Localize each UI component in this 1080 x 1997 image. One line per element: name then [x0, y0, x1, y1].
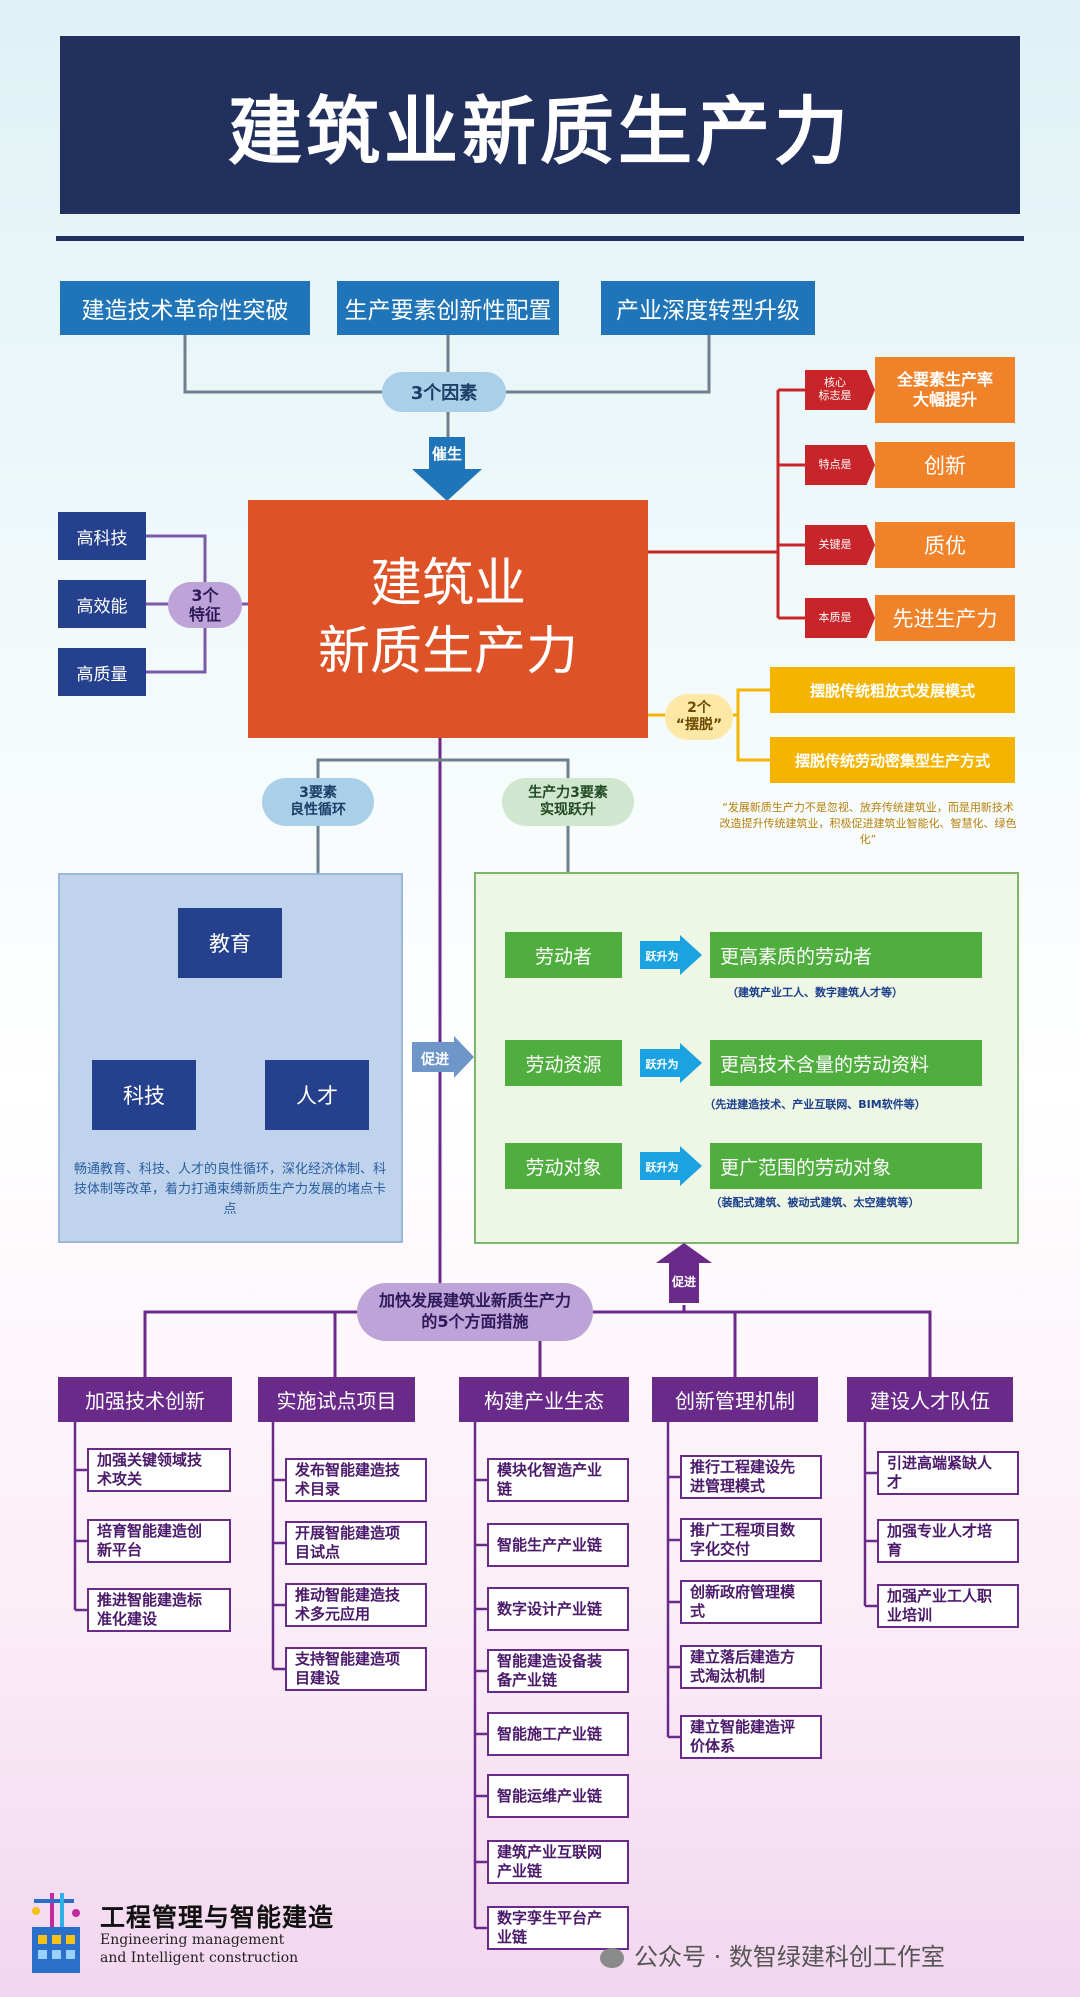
leap-note: （建筑产业工人、数字建筑人才等）: [727, 986, 903, 999]
measure-category: 实施试点项目: [258, 1377, 415, 1422]
measure-item: 智能施工产业链: [487, 1712, 629, 1756]
attribute-tag: 核心 标志是: [805, 370, 875, 410]
leap-from: 劳动对象: [505, 1143, 622, 1189]
measure-category: 创新管理机制: [652, 1377, 818, 1422]
factors-hub: 3个因素: [382, 372, 506, 412]
cycle-note: 畅通教育、科技、人才的良性循环，深化经济体制、科技体制等改革，着力打通束缚新质生…: [73, 1162, 386, 1218]
measure-item: 推行工程建设先 进管理模式: [680, 1455, 822, 1499]
measure-item: 加强专业人才培 育: [877, 1519, 1019, 1563]
measure-item: 智能运维产业链: [487, 1774, 629, 1818]
measure-item: 支持智能建造项 目建设: [285, 1647, 427, 1691]
promote-label: 促进: [671, 1275, 696, 1289]
breakaway-quote: “发展新质生产力不是忽视、放弃传统建筑业，而是用新技术改造提升传统建筑业，积极促…: [719, 801, 1017, 846]
generate-arrow: 催生: [412, 437, 482, 501]
attribute-tag: 特点是: [805, 445, 875, 485]
leap-to: 更高技术含量的劳动资料: [710, 1040, 982, 1086]
factor-box: 建造技术革命性突破: [60, 281, 310, 335]
cycle-pill: 3要素 良性循环: [262, 778, 374, 826]
brand-subtitle: Engineering management and Intelligent c…: [100, 1932, 299, 1966]
title-divider: [56, 236, 1024, 241]
measure-item: 智能建造设备装 备产业链: [487, 1649, 629, 1693]
wechat-caption: 公众号 · 数智绿建科创工作室: [600, 1937, 945, 1972]
measure-item: 推广工程项目数 字化交付: [680, 1518, 822, 1562]
features-hub: 3个 特征: [168, 582, 242, 628]
attribute-value: 全要素生产率 大幅提升: [875, 357, 1015, 423]
leap-note: （装配式建筑、被动式建筑、太空建筑等）: [710, 1196, 920, 1209]
measure-item: 推进智能建造标 准化建设: [87, 1588, 231, 1632]
measure-item: 培育智能建造创 新平台: [87, 1519, 231, 1563]
leap-arrow-label: 跃升为: [645, 1058, 679, 1071]
leap-arrow: 跃升为: [640, 1146, 702, 1186]
core-box: 建筑业 新质生产力: [248, 500, 648, 738]
cycle-node-talent: 人才: [265, 1060, 369, 1130]
measure-item: 建立落后建造方 式淘汰机制: [680, 1645, 822, 1689]
leap-from: 劳动资源: [505, 1040, 622, 1086]
promote-label: 促进: [421, 1052, 449, 1068]
leap-to: 更高素质的劳动者: [710, 932, 982, 978]
cycle-node-tech: 科技: [92, 1060, 196, 1130]
measure-item: 创新政府管理模 式: [680, 1580, 822, 1624]
factor-box: 生产要素创新性配置: [337, 281, 559, 335]
measure-item: 建筑产业互联网 产业链: [487, 1840, 629, 1884]
feature-box: 高质量: [58, 648, 146, 696]
leap-arrow: 跃升为: [640, 1043, 702, 1083]
leap-note: （先进建造技术、产业互联网、BIM软件等）: [704, 1098, 926, 1111]
measure-item: 数字设计产业链: [487, 1587, 629, 1631]
attribute-tag: 关键是: [805, 525, 875, 565]
measure-item: 发布智能建造技 术目录: [285, 1458, 427, 1502]
leap-arrow-label: 跃升为: [645, 950, 679, 963]
leap-to: 更广范围的劳动对象: [710, 1143, 982, 1189]
leap-arrow-label: 跃升为: [645, 1161, 679, 1174]
core-line-2: 新质生产力: [317, 622, 578, 682]
breakaway-hub: 2个 “摆脱”: [665, 694, 733, 740]
brand-logo: [32, 1893, 80, 1973]
measure-item: 加强关键领域技 术攻关: [87, 1448, 231, 1492]
measure-item: 开展智能建造项 目试点: [285, 1521, 427, 1565]
attribute-tag: 本质是: [805, 598, 875, 638]
leap-from: 劳动者: [505, 932, 622, 978]
feature-box: 高科技: [58, 512, 146, 560]
attribute-value: 创新: [875, 442, 1015, 488]
brand-name: 工程管理与智能建造: [100, 1903, 335, 1932]
leap-pill: 生产力3要素 实现跃升: [502, 778, 634, 826]
wechat-icon: [600, 1948, 624, 1968]
measure-item: 引进高端紧缺人 才: [877, 1451, 1019, 1495]
wechat-text: 公众号 · 数智绿建科创工作室: [634, 1943, 945, 1971]
generate-arrow-label: 催生: [431, 445, 462, 463]
core-line-1: 建筑业: [369, 554, 526, 615]
measure-item: 数字孪生平台产 业链: [487, 1906, 629, 1950]
feature-box: 高效能: [58, 580, 146, 628]
measure-item: 建立智能建造评 价体系: [680, 1715, 822, 1759]
measure-category: 加强技术创新: [58, 1377, 232, 1422]
attribute-value: 先进生产力: [875, 595, 1015, 641]
leap-arrow: 跃升为: [640, 935, 702, 975]
breakaway-item: 摆脱传统劳动密集型生产方式: [770, 737, 1015, 783]
measure-item: 模块化智造产业 链: [487, 1458, 629, 1502]
attribute-value: 质优: [875, 522, 1015, 568]
measure-category: 建设人才队伍: [847, 1377, 1013, 1422]
measures-pill: 加快发展建筑业新质生产力 的5个方面措施: [357, 1283, 593, 1341]
factor-box: 产业深度转型升级: [601, 281, 815, 335]
measure-category: 构建产业生态: [459, 1377, 629, 1422]
promote-arrow-right: 促进: [412, 1036, 476, 1078]
promote-arrow-up: 促进: [656, 1243, 712, 1305]
breakaway-item: 摆脱传统粗放式发展模式: [770, 667, 1015, 713]
measure-item: 推动智能建造技 术多元应用: [285, 1583, 427, 1627]
cycle-node-education: 教育: [178, 908, 282, 978]
measure-item: 加强产业工人职 业培训: [877, 1584, 1019, 1628]
page-title: 建筑业新质生产力: [60, 36, 1020, 214]
measure-item: 智能生产产业链: [487, 1523, 629, 1567]
